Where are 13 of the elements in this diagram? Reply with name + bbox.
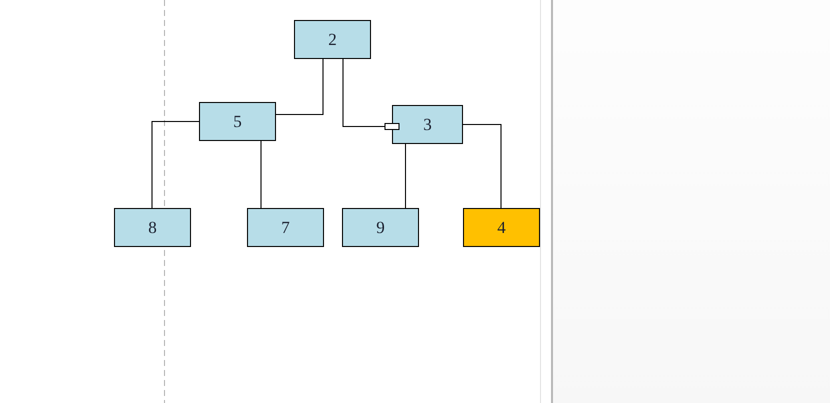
tree-node-box: 5 xyxy=(199,102,276,141)
connector-line xyxy=(342,58,400,130)
tree-node-box: 9 xyxy=(342,208,419,247)
connector-line xyxy=(462,124,502,208)
connector-line xyxy=(260,140,262,208)
connector-line xyxy=(405,144,406,208)
tree-node-box: 4 xyxy=(463,208,540,247)
tree-node-box: 8 xyxy=(114,208,191,247)
tree-node-box: 7 xyxy=(247,208,324,247)
tree-node-box: 3 xyxy=(392,105,463,144)
connector-line xyxy=(276,58,324,115)
tree-node-box: 2 xyxy=(294,20,371,59)
connector-line xyxy=(152,121,200,208)
